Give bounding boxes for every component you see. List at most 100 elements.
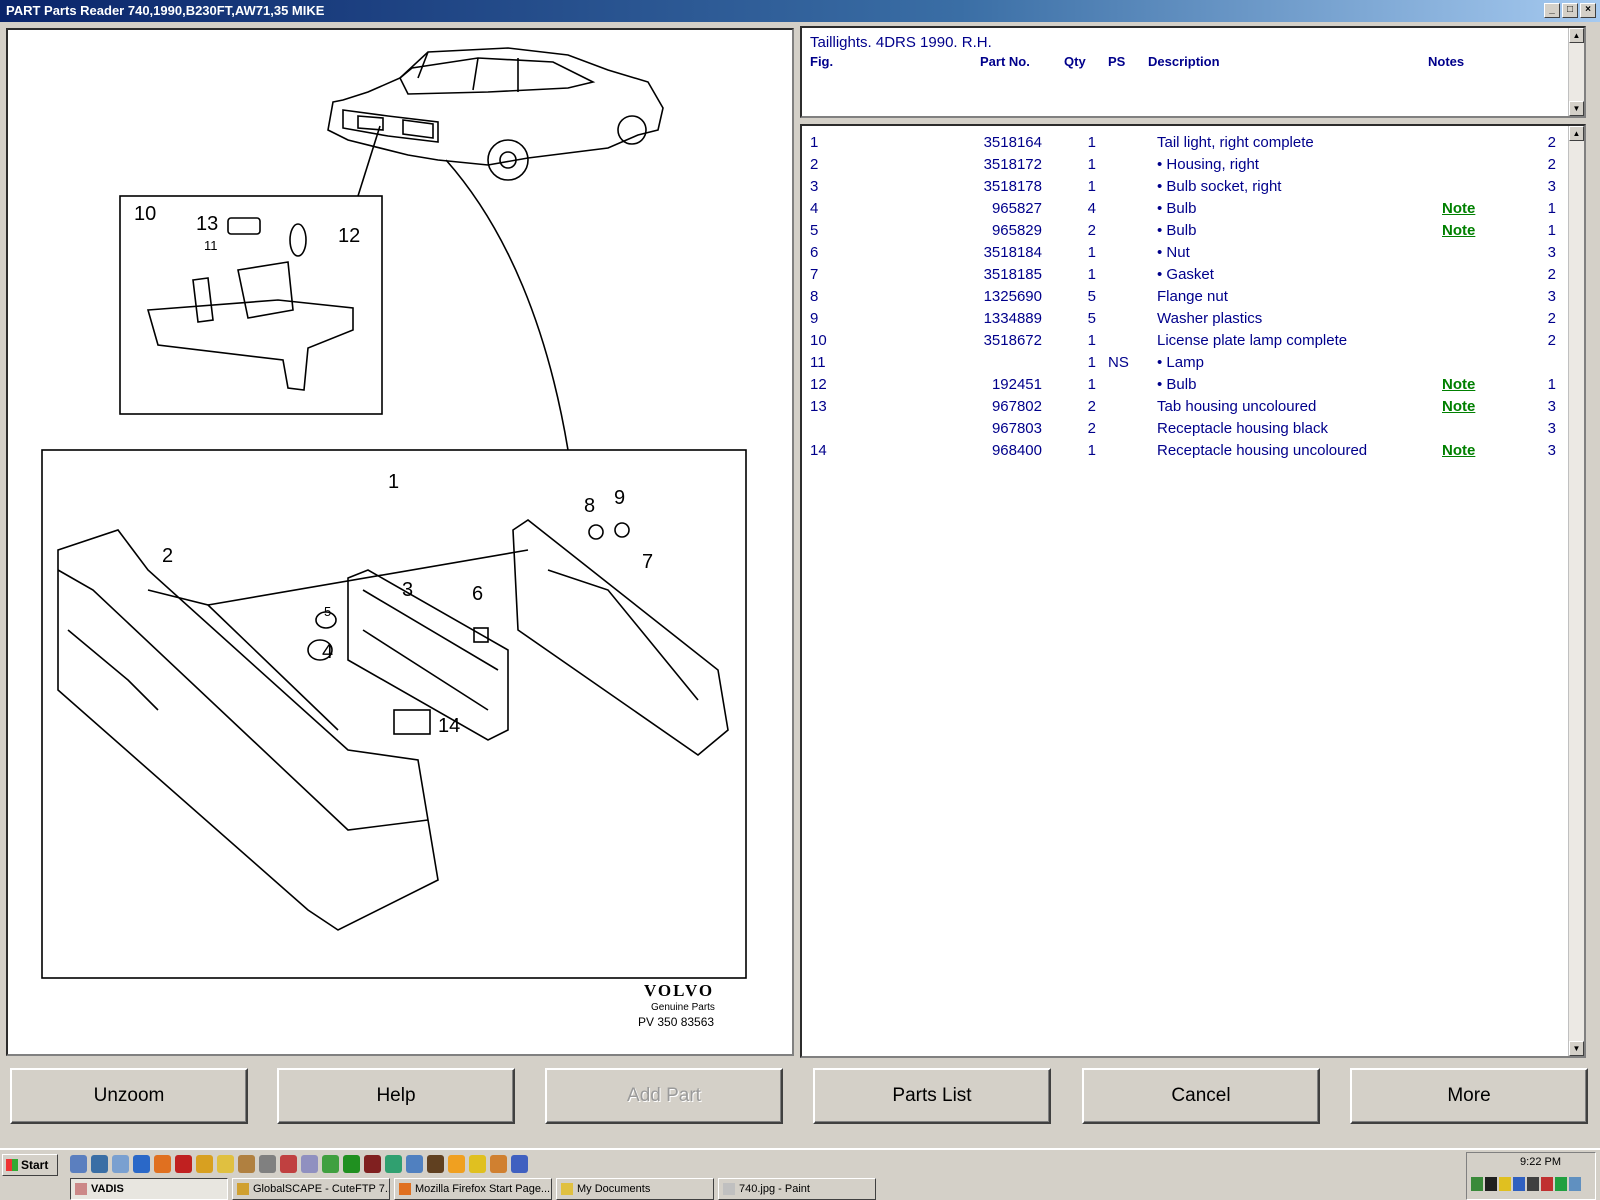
quicklaunch-icon[interactable] bbox=[448, 1155, 465, 1173]
quicklaunch-icon[interactable] bbox=[469, 1155, 486, 1173]
cancel-button[interactable]: Cancel bbox=[1082, 1068, 1320, 1124]
task-paint[interactable]: 740.jpg - Paint bbox=[718, 1178, 876, 1200]
quicklaunch-icon[interactable] bbox=[238, 1155, 255, 1173]
task-firefox[interactable]: Mozilla Firefox Start Page... bbox=[394, 1178, 552, 1200]
part-description: Washer plastics bbox=[1157, 310, 1263, 327]
part-number: 192451 bbox=[991, 376, 1042, 393]
note-link[interactable]: Note bbox=[1442, 200, 1476, 217]
vadis-icon bbox=[75, 1183, 87, 1195]
part-number: 967803 bbox=[991, 420, 1042, 437]
section-header-pane: Taillights. 4DRS 1990. R.H. Fig. Part No… bbox=[800, 26, 1586, 118]
quicklaunch-icon[interactable] bbox=[91, 1155, 108, 1173]
scroll-down-icon[interactable]: ▼ bbox=[1569, 1041, 1584, 1056]
part-qty: 4 bbox=[1087, 200, 1096, 217]
quicklaunch-icon[interactable] bbox=[343, 1155, 360, 1173]
diagram-drawing: 10 13 11 12 1 2 3 4 5 6 7 8 9 14 VOLVO G… bbox=[41, 47, 747, 1029]
quicklaunch-icon[interactable] bbox=[490, 1155, 507, 1173]
callout-6: 6 bbox=[472, 583, 483, 605]
clock[interactable]: 9:22 PM bbox=[1520, 1156, 1561, 1168]
callout-2: 2 bbox=[162, 545, 173, 567]
quicklaunch-icon[interactable] bbox=[217, 1155, 234, 1173]
callout-5: 5 bbox=[324, 604, 331, 619]
maximize-button[interactable]: □ bbox=[1562, 3, 1578, 18]
part-code: 3 bbox=[1547, 244, 1556, 261]
tray-icon[interactable] bbox=[1527, 1177, 1539, 1191]
note-link[interactable]: Note bbox=[1442, 398, 1476, 415]
tray-icon[interactable] bbox=[1485, 1177, 1497, 1191]
part-number: 967802 bbox=[991, 398, 1042, 415]
note-link[interactable]: Note bbox=[1442, 442, 1476, 459]
quicklaunch-icon[interactable] bbox=[259, 1155, 276, 1173]
quicklaunch-icon[interactable] bbox=[385, 1155, 402, 1173]
window-titlebar[interactable]: PART Parts Reader 740,1990,B230FT,AW71,3… bbox=[0, 0, 1600, 22]
part-code: 3 bbox=[1547, 178, 1556, 195]
quicklaunch-icon[interactable] bbox=[301, 1155, 318, 1173]
unzoom-button[interactable]: Unzoom bbox=[10, 1068, 248, 1124]
task-vadis[interactable]: VADIS bbox=[70, 1178, 228, 1200]
tray-icon[interactable] bbox=[1471, 1177, 1483, 1191]
scroll-up-icon[interactable]: ▲ bbox=[1569, 28, 1584, 43]
part-fig: 8 bbox=[810, 288, 819, 305]
tray-icon[interactable] bbox=[1555, 1177, 1567, 1191]
tray-icon[interactable] bbox=[1569, 1177, 1581, 1191]
tray-icon[interactable] bbox=[1499, 1177, 1511, 1191]
quicklaunch-icon[interactable] bbox=[406, 1155, 423, 1173]
quicklaunch-icon[interactable] bbox=[133, 1155, 150, 1173]
minimize-button[interactable]: _ bbox=[1544, 3, 1560, 18]
part-description: • Bulb bbox=[1157, 200, 1197, 217]
parts-list-button[interactable]: Parts List bbox=[813, 1068, 1051, 1124]
header-scrollbar[interactable]: ▲ ▼ bbox=[1568, 28, 1584, 116]
part-number: 3518672 bbox=[983, 332, 1042, 349]
quicklaunch-icon[interactable] bbox=[175, 1155, 192, 1173]
tray-icon[interactable] bbox=[1513, 1177, 1525, 1191]
quicklaunch-icon[interactable] bbox=[154, 1155, 171, 1173]
quicklaunch-icon[interactable] bbox=[112, 1155, 129, 1173]
part-code: 3 bbox=[1547, 288, 1556, 305]
part-code: 3 bbox=[1547, 398, 1556, 415]
part-qty: 5 bbox=[1087, 288, 1096, 305]
task-my-documents[interactable]: My Documents bbox=[556, 1178, 714, 1200]
part-qty: 1 bbox=[1087, 134, 1096, 151]
help-button[interactable]: Help bbox=[277, 1068, 515, 1124]
scroll-up-icon[interactable]: ▲ bbox=[1569, 126, 1584, 141]
quicklaunch-icon[interactable] bbox=[364, 1155, 381, 1173]
more-button[interactable]: More bbox=[1350, 1068, 1588, 1124]
quicklaunch-icon[interactable] bbox=[322, 1155, 339, 1173]
quicklaunch-icon[interactable] bbox=[196, 1155, 213, 1173]
tray-icon[interactable] bbox=[1541, 1177, 1553, 1191]
task-cuteftp[interactable]: GlobalSCAPE - CuteFTP 7... bbox=[232, 1178, 390, 1200]
quicklaunch-icon[interactable] bbox=[427, 1155, 444, 1173]
callout-10: 10 bbox=[134, 203, 156, 225]
note-link[interactable]: Note bbox=[1442, 376, 1476, 393]
close-button[interactable]: × bbox=[1580, 3, 1596, 18]
part-description: • Gasket bbox=[1157, 266, 1214, 283]
callout-8: 8 bbox=[584, 495, 595, 517]
exploded-diagram[interactable]: 10 13 11 12 1 2 3 4 5 6 7 8 9 14 VOLVO G… bbox=[6, 28, 794, 1056]
start-button[interactable]: Start bbox=[2, 1154, 58, 1176]
scroll-down-icon[interactable]: ▼ bbox=[1569, 101, 1584, 116]
quicklaunch-icon[interactable] bbox=[280, 1155, 297, 1173]
quicklaunch-icon[interactable] bbox=[511, 1155, 528, 1173]
part-number: 3518172 bbox=[983, 156, 1042, 173]
quicklaunch-icon[interactable] bbox=[70, 1155, 87, 1173]
add-part-button[interactable]: Add Part bbox=[545, 1068, 783, 1124]
note-link[interactable]: Note bbox=[1442, 222, 1476, 239]
part-qty: 1 bbox=[1087, 178, 1096, 195]
parts-scrollbar[interactable]: ▲ ▼ bbox=[1568, 126, 1584, 1056]
volvo-logo: VOLVO bbox=[644, 981, 714, 1000]
